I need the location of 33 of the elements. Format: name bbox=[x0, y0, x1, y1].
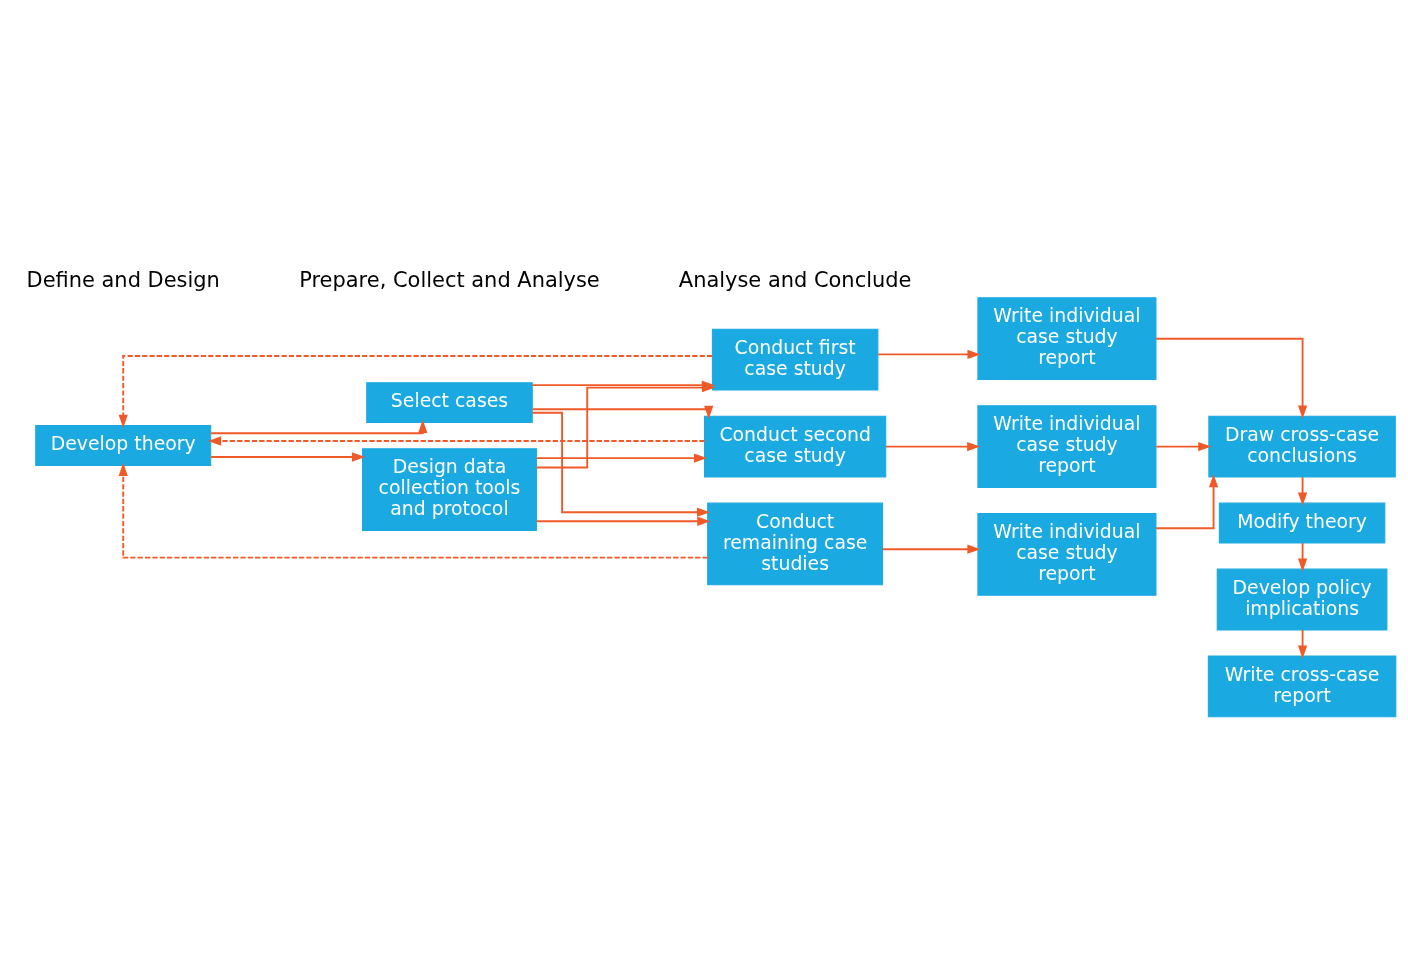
node-box: Develop theory bbox=[35, 425, 212, 466]
arrow bbox=[118, 462, 709, 559]
node-box: Write cross-case report bbox=[1207, 655, 1397, 718]
node-box: Modify theory bbox=[1218, 502, 1386, 544]
label: Define and Design bbox=[26, 268, 220, 293]
arrow bbox=[531, 405, 714, 419]
arrow bbox=[531, 411, 711, 517]
arrow bbox=[210, 419, 428, 435]
arrow bbox=[1297, 542, 1308, 572]
arrow bbox=[207, 436, 706, 446]
node-box: Draw cross-case conclusions bbox=[1208, 415, 1396, 478]
arrow bbox=[1297, 628, 1308, 659]
node-box: Write individual case study report bbox=[977, 405, 1157, 488]
arrow bbox=[535, 453, 708, 463]
arrow bbox=[210, 452, 366, 462]
arrow bbox=[1155, 474, 1219, 530]
node-box: Conduct remaining case studies bbox=[707, 502, 884, 586]
arrow bbox=[877, 349, 981, 360]
node-box: Develop policy implications bbox=[1216, 568, 1388, 631]
node-box: Design data collection tools and protocol bbox=[362, 448, 537, 531]
node-box: Write individual case study report bbox=[977, 513, 1157, 596]
arrow bbox=[885, 441, 981, 452]
arrow bbox=[1155, 337, 1308, 419]
label: Analyse and Conclude bbox=[678, 268, 912, 293]
node-box: Conduct first case study bbox=[711, 328, 879, 391]
node-box: Conduct second case study bbox=[704, 415, 887, 478]
node-box: Write individual case study report bbox=[977, 297, 1157, 381]
label: Prepare, Collect and Analyse bbox=[299, 268, 600, 293]
arrow bbox=[1155, 441, 1212, 452]
arrow bbox=[535, 516, 711, 526]
node-box: Select cases bbox=[366, 382, 533, 423]
arrow bbox=[881, 544, 981, 554]
arrow bbox=[1297, 476, 1308, 506]
